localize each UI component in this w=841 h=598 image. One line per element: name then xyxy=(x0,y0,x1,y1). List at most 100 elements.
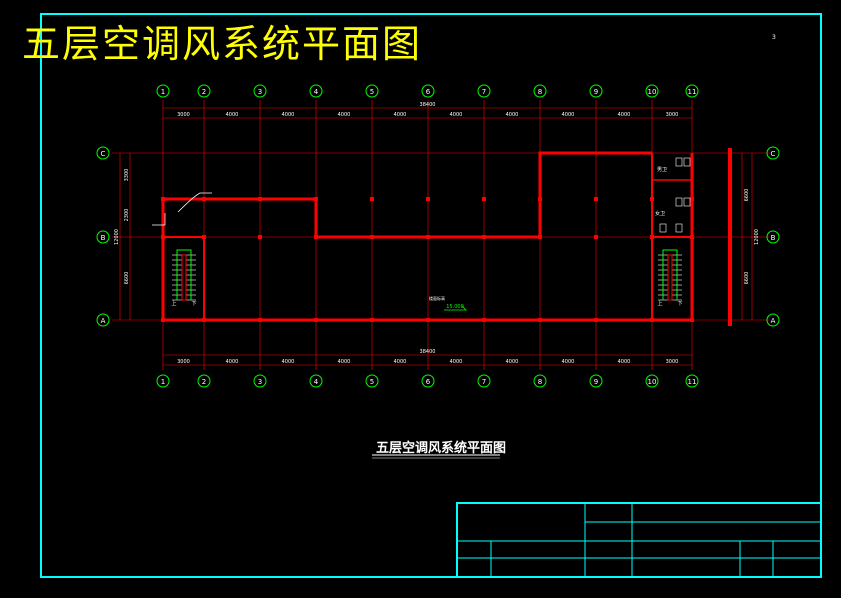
span-dim-label: 4000 xyxy=(226,359,239,365)
column xyxy=(258,235,262,239)
stair-arrow xyxy=(662,249,678,300)
span-dim-label: 4000 xyxy=(338,112,351,118)
right-stair: 上下 xyxy=(657,249,683,307)
row-dim-label: 2300 xyxy=(124,209,130,222)
span-dim-label: 4000 xyxy=(450,112,463,118)
axis-bubble-label: 10 xyxy=(648,88,657,96)
column xyxy=(690,235,694,239)
column xyxy=(202,235,206,239)
axis-bubble-label: 4 xyxy=(314,88,319,96)
column xyxy=(426,318,430,322)
row-dim-label: 3300 xyxy=(124,169,130,182)
total-width-label: 12000 xyxy=(114,229,120,245)
axis-bubble xyxy=(477,84,491,98)
axis-bubble xyxy=(156,374,170,388)
span-dim-label: 4000 xyxy=(562,112,575,118)
axis-bubble-label: 5 xyxy=(370,88,374,96)
span-dim-label: 3000 xyxy=(666,359,679,365)
axis-bubble xyxy=(197,374,211,388)
toilet-fixture xyxy=(675,197,683,207)
outer-frame xyxy=(40,13,822,578)
column xyxy=(202,197,206,201)
axis-bubble xyxy=(96,146,110,160)
axis-bubble xyxy=(645,374,659,388)
walls xyxy=(161,148,732,326)
toilet-label-women: 女卫 xyxy=(655,210,665,217)
axis-bubble-label: 1 xyxy=(161,378,165,386)
corner-mark: 3 xyxy=(772,34,776,41)
floor-level-label: 楼面标高 xyxy=(429,295,445,301)
axis-bubble xyxy=(96,230,110,244)
axis-bubble-label: B xyxy=(771,234,776,242)
column xyxy=(370,318,374,322)
span-dim-label: 4000 xyxy=(282,359,295,365)
span-dim-label: 4000 xyxy=(562,359,575,365)
axis-bubble xyxy=(365,84,379,98)
column xyxy=(161,318,165,322)
dimension-lines: 38400 3000 4000 4000 4000 4000 4000 4000 4000 400… xyxy=(114,102,760,366)
axis-bubble-label: B xyxy=(101,234,106,242)
stair-down-label: 下 xyxy=(677,301,682,307)
span-dim-label: 3000 xyxy=(177,112,190,118)
drawing-title: 五层空调风系统平面图 xyxy=(22,22,423,66)
column xyxy=(482,235,486,239)
plan-details: 上下上下男卫女卫15.000楼面标高 xyxy=(152,157,691,459)
axis-bubble-label: 7 xyxy=(482,88,486,96)
axis-bubble xyxy=(253,84,267,98)
axis-bubble-label: 1 xyxy=(161,88,165,96)
column xyxy=(370,197,374,201)
axis-bubble xyxy=(156,84,170,98)
axis-bubble xyxy=(253,374,267,388)
column xyxy=(426,197,430,201)
axis-bubble-label: 3 xyxy=(258,88,262,96)
column xyxy=(258,318,262,322)
span-dim-label: 4000 xyxy=(506,359,519,365)
column xyxy=(482,197,486,201)
elevation-label: 15.000 xyxy=(446,304,464,310)
axis-bubble-label: 10 xyxy=(648,378,657,386)
stair-up-label: 上 xyxy=(657,300,662,307)
axis-bubble-label: 2 xyxy=(202,88,206,96)
entry-marker xyxy=(152,213,166,226)
span-dim-label: 4000 xyxy=(394,112,407,118)
column xyxy=(690,318,694,322)
axis-bubble-label: 7 xyxy=(482,378,486,386)
toilet-fixture xyxy=(659,223,667,233)
axis-bubble-label: 4 xyxy=(314,378,319,386)
axis-bubble xyxy=(197,84,211,98)
axis-bubble xyxy=(309,84,323,98)
axis-bubble xyxy=(533,374,547,388)
right-row-dim-label: 6600 xyxy=(744,189,750,202)
span-dim-label: 3000 xyxy=(177,359,190,365)
axis-bubble-label: 6 xyxy=(426,88,431,96)
column xyxy=(314,235,318,239)
span-dim-label: 4000 xyxy=(338,359,351,365)
axis-bubble xyxy=(766,146,780,160)
axis-bubble xyxy=(533,84,547,98)
column xyxy=(538,318,542,322)
axis-bubble xyxy=(309,374,323,388)
axis-bubble xyxy=(421,84,435,98)
toilet-fixture xyxy=(683,197,691,207)
column xyxy=(426,235,430,239)
axis-bubble-label: 8 xyxy=(538,378,542,386)
column xyxy=(314,318,318,322)
axis-bubble-label: C xyxy=(771,150,776,158)
column xyxy=(650,235,654,239)
toilet-fixture xyxy=(675,157,683,167)
door-swing xyxy=(177,192,212,213)
span-dim-label: 4000 xyxy=(282,112,295,118)
axis-bubble-label: 5 xyxy=(370,378,374,386)
column xyxy=(161,197,165,201)
total-length-label: 38400 xyxy=(420,102,436,108)
axis-bubble-label: 2 xyxy=(202,378,206,386)
span-dim-label: 4000 xyxy=(618,359,631,365)
axis-bubble-label: 11 xyxy=(688,378,697,386)
right-total-width-label: 12000 xyxy=(754,229,760,245)
title-block xyxy=(456,502,822,578)
axis-bubble xyxy=(645,84,659,98)
stair-well xyxy=(181,254,187,301)
elevation-marker xyxy=(444,305,467,311)
column xyxy=(594,318,598,322)
